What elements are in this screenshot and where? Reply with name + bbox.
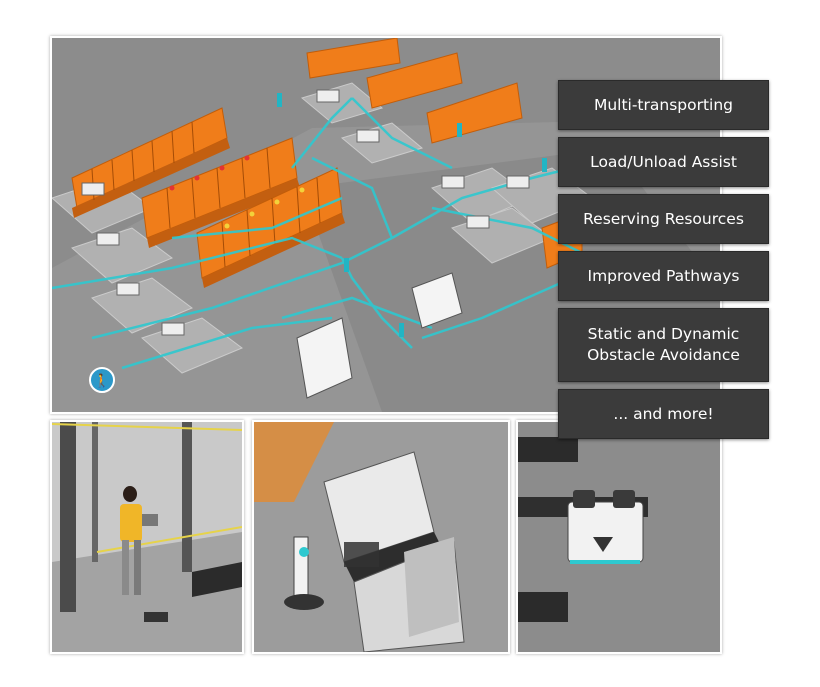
feature-obstacle-avoidance: Static and Dynamic Obstacle Avoidance	[558, 308, 769, 382]
feature-label: Load/Unload Assist	[590, 152, 737, 171]
feature-list: Multi-transporting Load/Unload Assist Re…	[558, 80, 769, 446]
carts	[296, 272, 463, 399]
feature-label: Improved Pathways	[587, 266, 740, 285]
person-walking-icon[interactable]: 🚶	[89, 367, 115, 393]
agv-pathways	[52, 97, 613, 370]
feature-reserving-resources: Reserving Resources	[558, 194, 769, 244]
operator-scene	[52, 422, 242, 652]
robot-workstation-scene	[254, 422, 508, 652]
robot-workstation-view	[252, 420, 510, 654]
feature-label: Reserving Resources	[583, 209, 744, 228]
orange-racks	[71, 38, 583, 288]
feature-label: Multi-transporting	[593, 95, 734, 114]
feature-multi-transporting: Multi-transporting	[558, 80, 769, 130]
feature-label: ... and more!	[613, 404, 714, 423]
svg-text:🚶: 🚶	[94, 373, 110, 389]
feature-label-line-2: Obstacle Avoidance	[587, 346, 740, 364]
feature-load-unload-assist: Load/Unload Assist	[558, 137, 769, 187]
feature-label-line-1: Static and Dynamic	[587, 325, 740, 343]
warehouse-scene: 🚶	[52, 38, 720, 412]
amr-conveyor-scene	[518, 422, 720, 652]
operator-scene-view	[50, 420, 244, 654]
amr-conveyor-view	[516, 420, 722, 654]
feature-improved-pathways: Improved Pathways	[558, 251, 769, 301]
warehouse-simulation-view: 🚶	[50, 36, 722, 414]
feature-and-more: ... and more!	[558, 389, 769, 439]
